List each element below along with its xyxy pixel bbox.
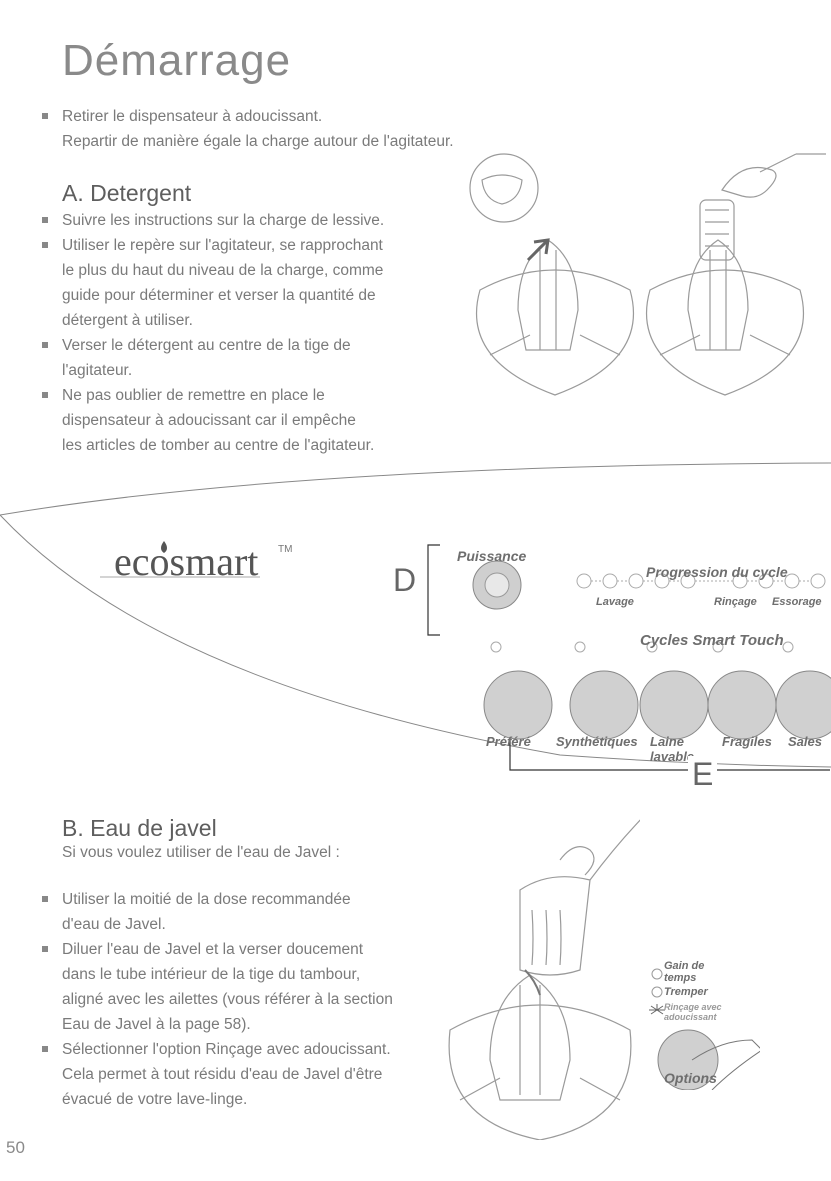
drum-bleach (448, 1004, 632, 1140)
list-item: Utiliser la moitié de la dose recommandé… (42, 887, 462, 937)
callout-e: E (688, 756, 718, 793)
section-b-intro: Si vous voulez utiliser de l'eau de Jave… (62, 844, 340, 861)
droplet-icon (161, 541, 167, 553)
panel-top-edge (0, 462, 831, 516)
callout-d: D (393, 562, 417, 598)
trademark: TM (278, 544, 293, 555)
power-label: Puissance (457, 548, 527, 564)
brand-name: ecosmart (114, 539, 259, 584)
list-item: Verser le détergent au centre de la tige… (42, 333, 462, 383)
bullet (42, 242, 48, 248)
list-item: Ne pas oublier de remettre en place le d… (42, 383, 462, 458)
options-label: Options (664, 1070, 717, 1086)
cycle-synthetiques: Synthétiques (556, 734, 638, 749)
option-rincage-adoucissant: Rinçage avec adoucissant (664, 1002, 722, 1022)
progress-indicators (576, 573, 826, 589)
cycle-sales: Sales (788, 734, 822, 749)
zoom-circle (469, 153, 539, 223)
agitator-illustration (469, 153, 826, 396)
option-gain-de-temps: Gain de temps (664, 960, 705, 984)
list-item: Diluer l'eau de Javel et la verser douce… (42, 937, 462, 1037)
section-a-heading: A. Detergent (62, 180, 192, 206)
panel-bottom-edge (0, 514, 831, 768)
bullet (42, 946, 48, 952)
bleach-illustration (448, 819, 640, 1140)
bullet (42, 217, 48, 223)
list-item: Utiliser le repère sur l'agitateur, se r… (42, 233, 462, 333)
cycles-label: Cycles Smart Touch (640, 632, 784, 649)
cycle-prefere: Préféré (486, 734, 531, 749)
list-item: Suivre les instructions sur la charge de… (42, 208, 462, 233)
cycle-laine-lavable: Laine lavable (650, 734, 695, 764)
option-tremper: Tremper (664, 986, 708, 998)
section-b-heading: B. Eau de javel (62, 815, 217, 841)
control-panel (0, 462, 831, 771)
measuring-cup (519, 876, 591, 976)
progress-step-rincage: Rinçage (714, 596, 757, 608)
power-button-graphic (472, 560, 522, 610)
cycle-buttons (483, 641, 831, 740)
bullet (42, 896, 48, 902)
brand-logo: ecosmart (114, 538, 258, 585)
drum-right (645, 269, 805, 396)
bullet (42, 1046, 48, 1052)
section-a-list: Suivre les instructions sur la charge de… (42, 208, 462, 458)
options-graphic (649, 968, 760, 1090)
progress-step-essorage: Essorage (772, 596, 822, 608)
progress-label: Progression du cycle (646, 564, 788, 580)
section-b-list: Utiliser la moitié de la dose recommandé… (42, 887, 462, 1112)
cycle-fragiles: Fragiles (722, 734, 772, 749)
intro-list: Retirer le dispensateur à adoucissant. R… (42, 104, 454, 154)
intro-line-2: Repartir de manière égale la charge auto… (62, 133, 454, 150)
progress-step-lavage: Lavage (596, 596, 634, 608)
bullet (42, 342, 48, 348)
page-title: Démarrage (62, 36, 292, 85)
drum-left (475, 269, 635, 396)
list-item: Sélectionner l'option Rinçage avec adouc… (42, 1037, 462, 1112)
bullet (42, 113, 48, 119)
page-number: 50 (6, 1138, 25, 1157)
intro-line-1: Retirer le dispensateur à adoucissant. (62, 108, 323, 125)
bullet (42, 392, 48, 398)
